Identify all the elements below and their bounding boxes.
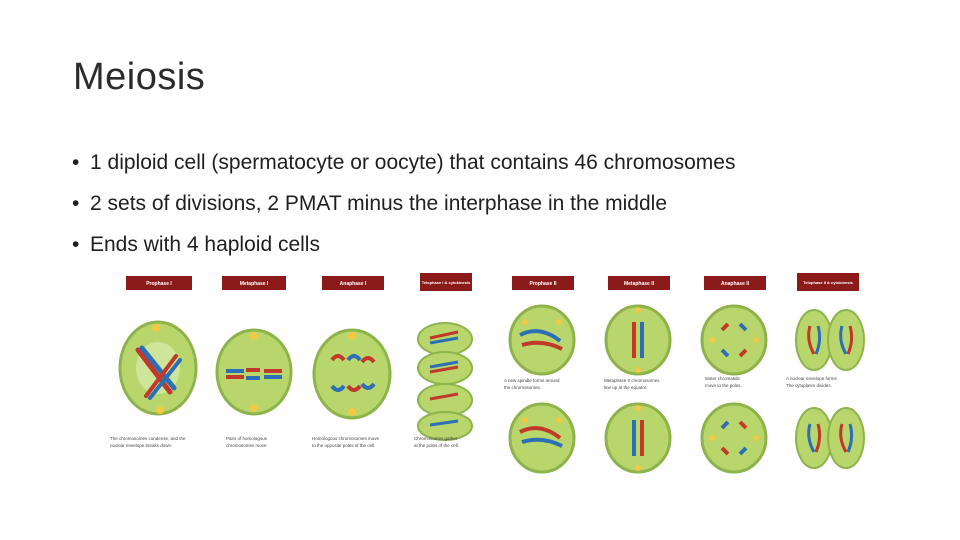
stage-label: Prophase I	[146, 281, 172, 287]
stage-label: Telophase I & cytokinesis	[422, 280, 471, 285]
slide-title: Meiosis	[73, 56, 206, 98]
stage-label-bar	[797, 273, 859, 291]
bullet-item: • Ends with 4 haploid cells	[72, 229, 735, 270]
prophase-ii-cell: A new spindle forms around the chromosom…	[504, 304, 576, 474]
bullet-item: • 2 sets of divisions, 2 PMAT minus the i…	[72, 188, 735, 229]
stage-labels: Prophase I Metaphase I Anaphase I Teloph…	[126, 273, 859, 291]
svg-text:line up at the equator.: line up at the equator.	[604, 385, 647, 390]
stage-label-bar	[222, 276, 286, 290]
svg-text:A nuclear envelope forms: A nuclear envelope forms	[786, 376, 838, 381]
stage-label-bar	[322, 276, 384, 290]
prophase-i-cell	[118, 320, 198, 416]
anaphase-ii-cell: Sister chromatids move to the poles.	[700, 304, 768, 474]
svg-text:the chromosomes.: the chromosomes.	[504, 385, 541, 390]
stage-label-bar	[608, 276, 670, 290]
bullet-list: • 1 diploid cell (spermatocyte or oocyte)…	[72, 147, 735, 270]
svg-text:Homologous chromosomes move: Homologous chromosomes move	[312, 436, 380, 441]
svg-text:Pairs of homologous: Pairs of homologous	[226, 436, 268, 441]
svg-text:Sister chromatids: Sister chromatids	[705, 376, 741, 381]
svg-text:The cytoplasm divides.: The cytoplasm divides.	[786, 383, 832, 388]
svg-text:Chromosomes gather: Chromosomes gather	[414, 436, 458, 441]
stage-label: Anaphase I	[340, 281, 367, 287]
stage-label: Metaphase I	[240, 281, 269, 287]
diagram-captions: The chromosomes condense, and the nuclea…	[110, 436, 459, 448]
metaphase-ii-cell: Metaphase II chromosomes line up at the …	[604, 304, 672, 474]
svg-text:move to the poles.: move to the poles.	[705, 383, 742, 388]
bullet-dot: •	[72, 233, 80, 256]
svg-text:The chromosomes condense, and: The chromosomes condense, and the	[110, 436, 186, 441]
svg-text:nuclear envelope breaks down.: nuclear envelope breaks down.	[110, 443, 172, 448]
stage-label: Prophase II	[530, 281, 558, 287]
stage-label-bar	[704, 276, 766, 290]
stage-label: Metaphase II	[624, 281, 655, 287]
bullet-text: 1 diploid cell (spermatocyte or oocyte) …	[90, 151, 736, 174]
svg-text:at the poles of the cell.: at the poles of the cell.	[414, 443, 459, 448]
telophase-ii-cell: A nuclear envelope forms The cytoplasm d…	[786, 309, 865, 469]
stage-label-bar	[420, 273, 472, 291]
bullet-item: • 1 diploid cell (spermatocyte or oocyte)…	[72, 147, 735, 188]
bullet-text: 2 sets of divisions, 2 PMAT minus the in…	[90, 192, 668, 215]
svg-text:chromosomes move: chromosomes move	[226, 443, 267, 448]
svg-text:to the opposite poles of the c: to the opposite poles of the cell.	[312, 443, 375, 448]
bullet-text: Ends with 4 haploid cells	[90, 233, 320, 256]
bullet-dot: •	[72, 151, 80, 174]
stage-label: Telophase II & cytokinesis	[803, 280, 853, 285]
stage-label-bar	[512, 276, 574, 290]
anaphase-i-cell	[312, 328, 392, 420]
telophase-i-cell	[417, 322, 473, 441]
bullet-dot: •	[72, 192, 80, 215]
svg-text:A new spindle forms around: A new spindle forms around	[504, 378, 560, 383]
stage-label: Anaphase II	[721, 281, 750, 287]
metaphase-i-cell	[215, 328, 293, 416]
svg-text:Metaphase II chromosomes: Metaphase II chromosomes	[604, 378, 660, 383]
stage-label-bar	[126, 276, 192, 290]
